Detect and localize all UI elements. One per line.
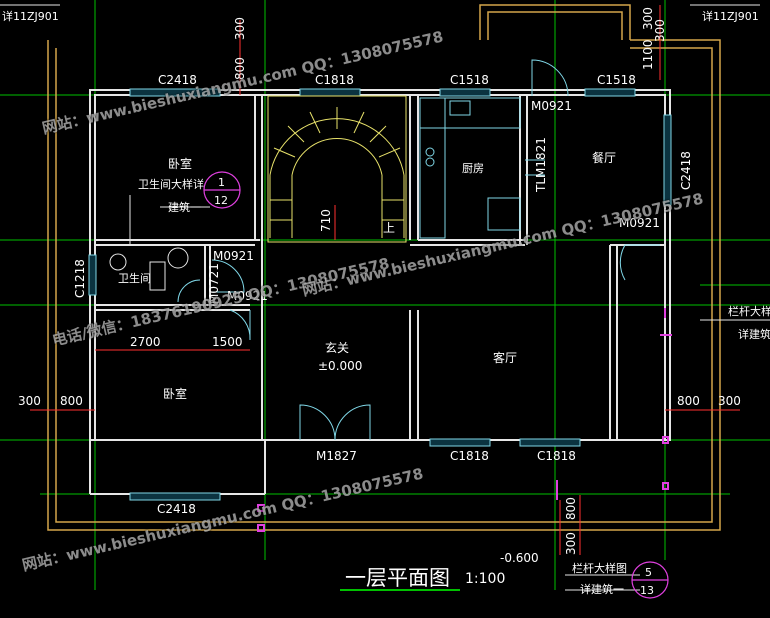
room-bedroom-bottom: 卧室 (163, 386, 187, 401)
door-label-bath-b: M0721 (207, 263, 221, 304)
detail-railing-right-text: 栏杆大样图 (728, 304, 770, 318)
door-label-entrance: M1827 (316, 449, 357, 463)
room-bathroom: 卫生间 (118, 271, 151, 285)
dim-300-bottom: 300 (564, 532, 578, 555)
dim-300-left: 300 (18, 394, 41, 408)
doors (177, 59, 660, 441)
dim-2700: 2700 (130, 335, 161, 349)
door-label-dining-top: M0921 (531, 99, 572, 113)
level-bottom: -0.600 (500, 551, 539, 565)
door-label-bedroom: M0921 (227, 289, 268, 303)
room-kitchen: 厨房 (462, 162, 484, 175)
detail-railing-bottom-ref: 详建筑一 (580, 582, 624, 596)
window-label-bottom-mid2: C1818 (537, 449, 576, 463)
door-label-bath-a: M0921 (213, 249, 254, 263)
dim-800-right: 800 (677, 394, 700, 408)
door-label-dining-right: M0921 (619, 216, 660, 230)
dim-300-top: 300 (233, 17, 247, 40)
door-label-kitchen: TLM1821 (534, 137, 548, 193)
room-dining: 餐厅 (592, 150, 616, 165)
kitchen-fixtures (419, 97, 521, 239)
dim-300-right: 300 (718, 394, 741, 408)
window-label-right: C2418 (679, 151, 693, 190)
detail-railing-right-ref: 详建筑 (738, 327, 770, 341)
grid-lines (0, 0, 770, 590)
dim-1100-topright: 1100 (641, 39, 655, 70)
dim-800-top: 800 (233, 57, 247, 80)
window-label-top-right: C1518 (597, 73, 636, 87)
dim-800-bottom: 800 (564, 497, 578, 520)
terrace-outline (47, 4, 721, 531)
dim-1500: 1500 (212, 335, 243, 349)
detail-railing-bottom-text: 栏杆大样图 (572, 561, 627, 575)
window-label-bath: C1218 (73, 259, 87, 298)
detail-railing-bottom-num: 5 (645, 566, 652, 579)
detail-left-num: 1 (218, 176, 225, 189)
railing-posts (257, 308, 672, 532)
top-ref-right: 详11ZJ901 (702, 9, 759, 23)
staircase (267, 95, 407, 243)
dim-800-left: 800 (60, 394, 83, 408)
top-ref-left: 详11ZJ901 (2, 9, 59, 23)
window-label-bottom-mid1: C1818 (450, 449, 489, 463)
leader-lines (0, 4, 770, 591)
detail-circles (203, 171, 669, 599)
window-label-bottom-left: C2418 (157, 502, 196, 516)
windows (88, 88, 672, 501)
detail-railing-bottom-sheet: 13 (640, 584, 654, 597)
entrance-level: ±0.000 (318, 359, 362, 373)
room-entrance: 玄关 (325, 340, 349, 355)
walls (89, 89, 671, 495)
dim-300-topright2: 300 (653, 19, 667, 42)
drawing-scale: 1:100 (465, 571, 505, 587)
window-label-top-mid: C1818 (315, 73, 354, 87)
drawing-title: 一层平面图 (345, 566, 450, 590)
window-label-top-kitchen: C1518 (450, 73, 489, 87)
stair-up-label: 上 (383, 221, 395, 235)
detail-left-ref: 建筑一 (168, 200, 201, 214)
dim-710: 710 (319, 209, 333, 232)
detail-left-text: 卫生间大样详 (138, 177, 204, 191)
bathroom-fixtures (109, 247, 189, 291)
room-bedroom-top: 卧室 (168, 156, 192, 171)
detail-left-sheet: 12 (214, 194, 228, 207)
room-living: 客厅 (493, 350, 517, 365)
dim-300-topright: 300 (641, 7, 655, 30)
dimension-lines (30, 5, 740, 555)
window-label-top-left: C2418 (158, 73, 197, 87)
